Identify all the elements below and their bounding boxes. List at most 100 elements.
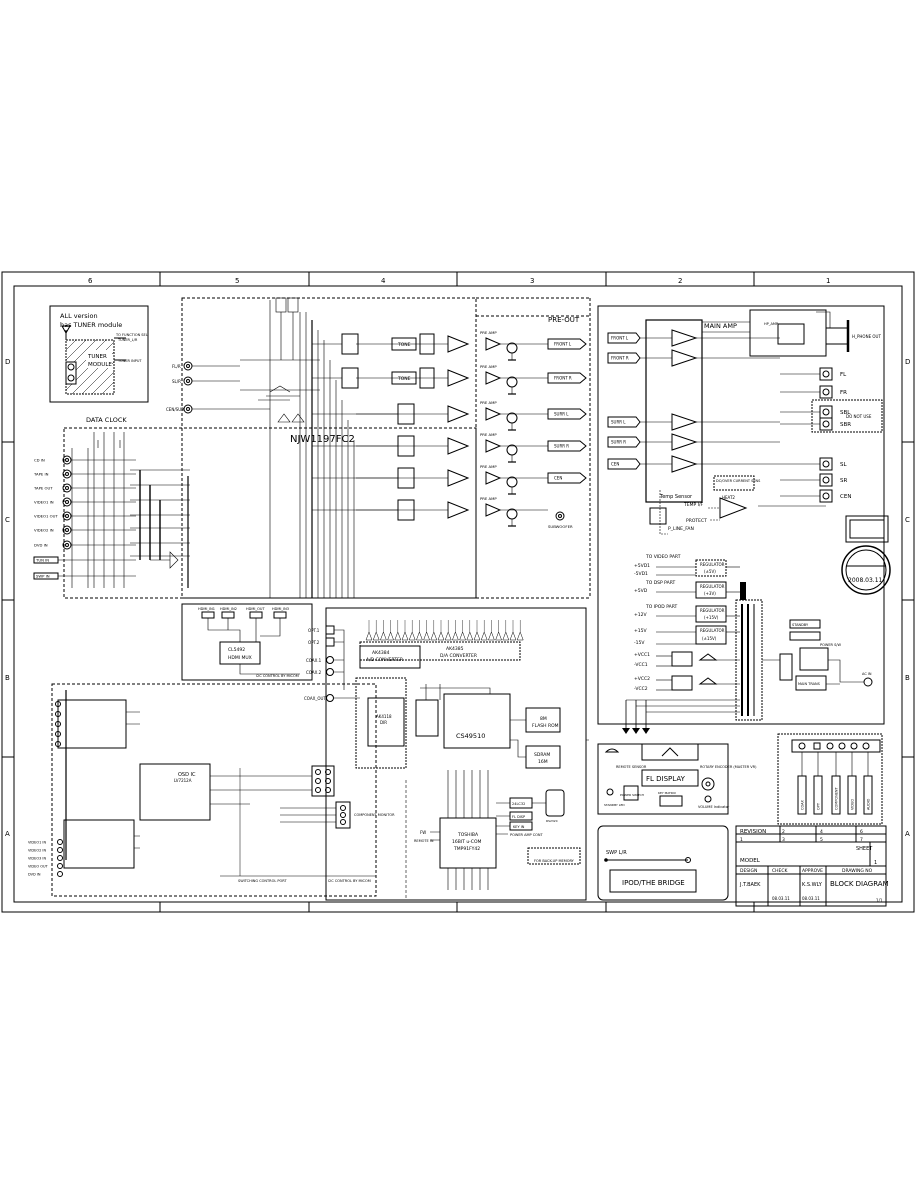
reg1-val: (±5V) [704, 569, 716, 574]
amp-input-tag [607, 352, 641, 364]
hdmi-chip2: HDMI MUX [228, 655, 252, 661]
vcc1-pos: +VCC1 [634, 652, 650, 658]
rear-tag [831, 775, 841, 815]
speaker-terminal [819, 417, 833, 431]
speaker-label: FR [840, 390, 847, 396]
input-jack-center [65, 472, 69, 476]
reg3-val: (+15V) [704, 615, 719, 620]
speaker-label: SR [840, 478, 847, 484]
component-label: COMPONENT MONITOR [354, 813, 395, 817]
rev-2: 2 [782, 829, 785, 835]
output-tag [547, 440, 587, 452]
video-control: I2C CONTROL BY MICOM [328, 879, 371, 883]
rev-3: 3 [782, 837, 785, 843]
preout-title: PRE-OUT [548, 316, 580, 324]
grid-col-1: 1 [826, 277, 830, 285]
output-transistor [506, 342, 518, 354]
standby-label: STANDBY [792, 623, 809, 627]
rail-15v-neg: -15V [634, 640, 645, 646]
to-video-part: TO VIDEO PART [645, 554, 681, 560]
rs232-label: RS232C [546, 819, 558, 823]
hdmi-chip1: CL5492 [228, 647, 245, 653]
video-jack [57, 863, 63, 869]
input-label: TAPE IN [33, 472, 49, 477]
sheet-of: 1 [874, 860, 877, 866]
dac-output-buffer [423, 631, 430, 641]
to-ipod-part: TO IPOD PART [645, 604, 678, 610]
speaker-label: SBL [840, 410, 851, 416]
key-matrix: KEY MATRIX [658, 791, 676, 795]
fw-label: FW [420, 830, 426, 835]
dac-output-buffer [365, 631, 373, 641]
speaker-label: SBR [840, 422, 851, 428]
remocon-label: REMOTE IN [414, 839, 434, 843]
rear-tag-label: AUDIO [867, 798, 871, 810]
speaker-post [822, 460, 830, 468]
sheet-label: SHEET [856, 846, 873, 852]
dac-output-buffer [480, 631, 488, 641]
adc-chip-sub: A/D CONVERTER [366, 657, 403, 663]
main-trans-label: MAIN TRANS [798, 682, 821, 686]
pre-amp-symbol [485, 439, 502, 453]
rail-15v-pos: +15V [634, 628, 647, 634]
rev-6: 6 [860, 829, 863, 835]
amp-input-label: SURR L [611, 420, 626, 425]
grid-row-a-right: A [905, 830, 910, 838]
video-block: OSD IC LV7212A COMPONENT MONITOR I2C CON… [28, 683, 395, 897]
dac-output-buffer [516, 631, 524, 641]
ipod-label: IPOD/THE BRIDGE [622, 879, 685, 887]
vcc1-neg: -VCC1 [634, 662, 648, 668]
drawing-title: BLOCK DIAGRAM [830, 880, 889, 888]
model-label: MODEL [740, 858, 761, 864]
dc-detect: DC/OVER CURRENT SENS [716, 479, 761, 483]
input-jack-center [65, 514, 69, 518]
rear-tag-label: OPT [817, 802, 821, 810]
grid-columns: 6 5 4 3 2 1 [88, 272, 830, 912]
pre-amp-label: PRE AMP [480, 364, 497, 369]
approve-label: APPROVE [802, 868, 823, 874]
hdmi-in2: HDMI_IN2 [220, 607, 237, 611]
rear-tag-label: COAX [801, 799, 805, 810]
input-label: VIDEO2 IN [34, 528, 54, 533]
hdmi-in1: HDMI_IN1 [198, 607, 215, 611]
front-panel-block: FL DISPLAY REMOTE SENSOR ROTARY ENCODER … [597, 743, 757, 815]
remote-sensor: REMOTE SENSOR [616, 765, 647, 769]
buffer-amp [447, 469, 470, 487]
rear-tag [847, 775, 857, 815]
pre-amp-symbol [485, 471, 502, 485]
opt2-label: OPT.2 [308, 640, 320, 645]
fl-display: FL DISPLAY [646, 775, 686, 783]
coax1-label: COAX.1 [306, 658, 322, 663]
grid-col-2: 2 [678, 277, 682, 285]
coax2-label: COAX.2 [306, 670, 322, 675]
video-jack [55, 741, 61, 747]
speaker-terminal [819, 457, 833, 471]
rev-4: 4 [820, 829, 823, 835]
input-jack-center [65, 486, 69, 490]
dac-chip-sub: D/A CONVERTER [440, 653, 477, 659]
dsp-block: OPT.1 OPT.2 COAX.1 COAX.2 COAX_OUT AK438… [304, 607, 590, 901]
tuner-note-line1: ALL version [60, 312, 98, 320]
njw-chip-label: NJW1197FC2 [290, 434, 355, 445]
dac-output-buffer [387, 631, 394, 641]
output-tag [547, 472, 587, 484]
dac-output-buffer [502, 631, 510, 641]
grid-row-c-right: C [905, 516, 910, 524]
rotary-encoder: ROTARY ENCODER (MASTER VR) [700, 765, 757, 769]
output-transistor [506, 444, 518, 456]
opt1-label: OPT.1 [308, 628, 320, 633]
vcc2-neg: -VCC2 [634, 686, 648, 692]
rail-5vd: +5VD [634, 588, 648, 594]
video-jack [57, 871, 63, 877]
pre-amp-label: PRE AMP [480, 330, 497, 335]
video-jack [55, 711, 61, 717]
temp-io: TEMP I/F [683, 502, 703, 508]
input-switch-matrix [71, 432, 190, 588]
rear-input-cen: CEN/SUB [166, 407, 184, 412]
dsp-chip: CS49510 [456, 732, 485, 740]
check-label: CHECK [772, 868, 789, 874]
output-transistor [506, 476, 518, 488]
reg2: REGULATOR [700, 584, 725, 589]
output-transistor [506, 376, 518, 388]
